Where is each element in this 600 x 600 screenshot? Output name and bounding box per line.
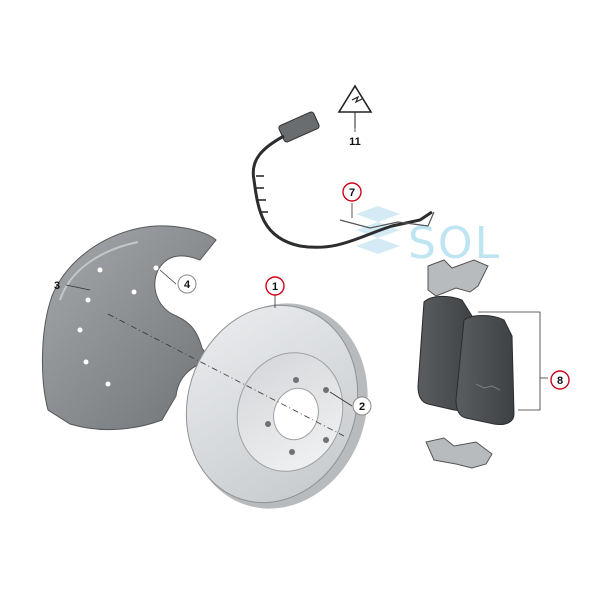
brake-rotor — [185, 303, 368, 509]
brake-pad-set — [417, 259, 548, 469]
pad-bracket-line — [478, 311, 541, 411]
callout-ring — [342, 182, 362, 202]
callout-4: 4 — [177, 274, 197, 294]
brake-pad-front — [455, 315, 515, 425]
callout-label: 7 — [349, 187, 355, 199]
callout-group: 1 2 3 4 7 8 11 — [54, 136, 570, 416]
electrical-warning-icon — [337, 84, 373, 128]
callout-ring — [177, 274, 197, 294]
wear-sensor — [251, 111, 435, 249]
watermark: SOL — [356, 206, 501, 269]
callout-label: 1 — [272, 281, 278, 293]
callout-ring — [265, 276, 285, 296]
leader-lines — [65, 128, 356, 407]
watermark-text: SOL — [408, 218, 501, 269]
callout-ring — [352, 396, 372, 416]
callout-label: 2 — [359, 401, 365, 413]
callout-2: 2 — [352, 396, 372, 416]
dust-shield-holes — [77, 265, 159, 387]
callout-ring — [550, 370, 570, 390]
pad-clip-bottom — [425, 437, 493, 469]
rotor-bolt-holes — [265, 377, 329, 455]
callout-7: 7 — [342, 182, 362, 202]
assembly-axis-line — [107, 313, 345, 437]
callout-label: 4 — [184, 279, 191, 291]
callout-1: 1 — [265, 276, 285, 296]
callout-3: 3 — [54, 280, 60, 292]
callout-label: 3 — [54, 280, 60, 292]
callout-11: 11 — [349, 136, 361, 148]
callout-label: 8 — [557, 375, 563, 387]
callout-label: 11 — [349, 136, 361, 148]
callout-8: 8 — [550, 370, 570, 390]
pad-clip-top — [427, 259, 489, 297]
dust-shield-rim — [59, 241, 139, 301]
